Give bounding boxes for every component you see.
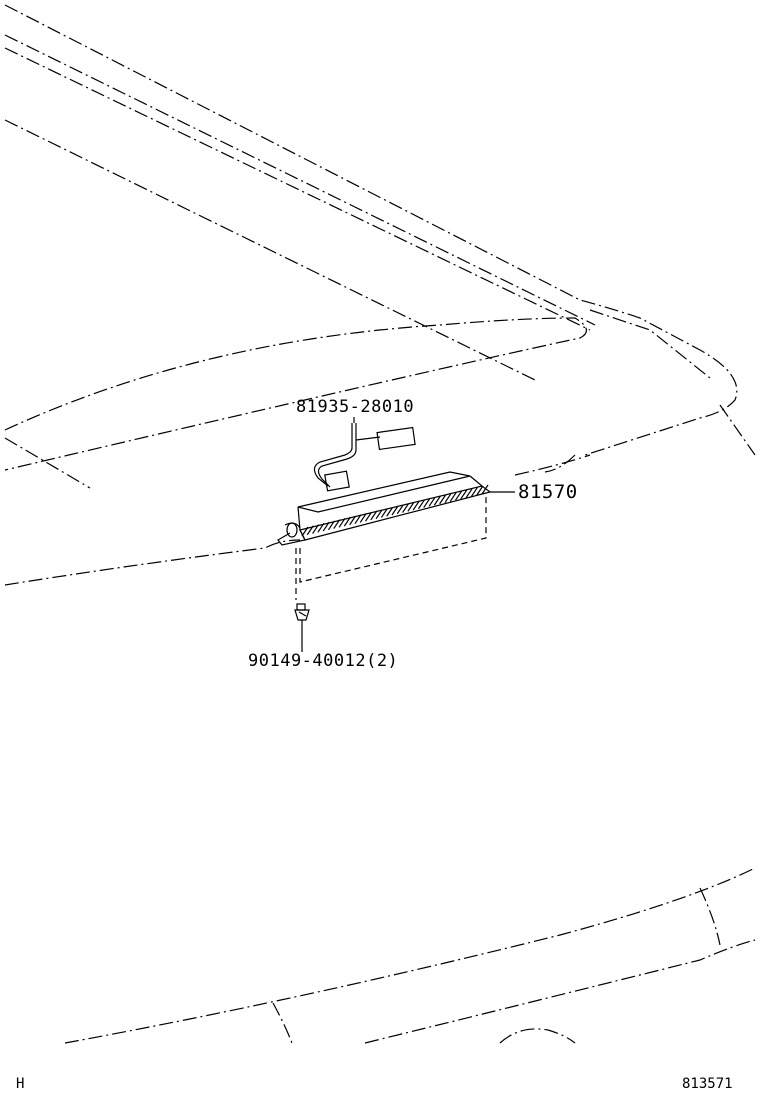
lower-body-outline xyxy=(64,867,756,1044)
lens-hatch-line xyxy=(449,492,457,502)
lens-hatch-line xyxy=(481,484,489,495)
lens-hatch-line xyxy=(301,526,309,537)
wire-harness xyxy=(313,423,416,492)
lens-hatch-line xyxy=(402,503,410,513)
lens-hatch-line xyxy=(465,488,473,499)
lens-hatch-line xyxy=(365,511,373,522)
lens-hatch-line xyxy=(417,499,425,510)
roof-outline xyxy=(4,4,756,456)
lens-hatch-line xyxy=(312,524,320,534)
lens-hatch-line xyxy=(391,505,399,516)
lens-hatch-line xyxy=(380,508,388,518)
lens-hatch-line xyxy=(439,494,447,505)
lens-hatch-line xyxy=(343,516,351,527)
lens-hatch-line xyxy=(460,489,468,500)
lamp-part-number: 81570 xyxy=(518,481,578,503)
lens-hatch-line xyxy=(322,521,330,532)
lens-hatch-line xyxy=(359,513,367,523)
lens-hatch-line xyxy=(433,495,441,506)
lens-hatch-line xyxy=(407,501,415,512)
figure-number: 813571 xyxy=(682,1076,733,1092)
lens-hatch-line xyxy=(306,525,314,536)
screw-part-number: 90149-40012(2) xyxy=(248,651,399,671)
screw-icon xyxy=(294,603,310,621)
lens-hatch-line xyxy=(412,500,420,511)
lens-hatch-line xyxy=(476,485,484,496)
lens-hatch-line xyxy=(349,515,357,526)
corner-code: H xyxy=(16,1076,25,1092)
lens-hatch-line xyxy=(327,520,335,531)
leader-lines xyxy=(301,417,515,652)
mounting-guide xyxy=(295,494,487,600)
lens-hatch-line xyxy=(444,493,452,503)
lens-hatch-line xyxy=(396,504,404,515)
rear-glass-outline xyxy=(4,317,591,586)
lens-hatch-line xyxy=(333,519,341,529)
lens-hatch-line xyxy=(386,506,394,517)
stop-lamp-lens-hatch xyxy=(301,484,489,537)
lens-hatch-line xyxy=(317,522,325,533)
stop-lamp xyxy=(277,471,492,546)
lens-hatch-line xyxy=(423,498,431,508)
lens-hatch-line xyxy=(375,509,383,520)
lens-hatch-line xyxy=(455,490,463,501)
lens-hatch-line xyxy=(354,514,362,524)
lens-hatch-line xyxy=(370,510,378,521)
lens-hatch-line xyxy=(470,487,478,497)
lens-hatch-line xyxy=(338,518,346,528)
lens-hatch-line xyxy=(428,497,436,507)
harness-part-number: 81935-28010 xyxy=(296,397,415,417)
